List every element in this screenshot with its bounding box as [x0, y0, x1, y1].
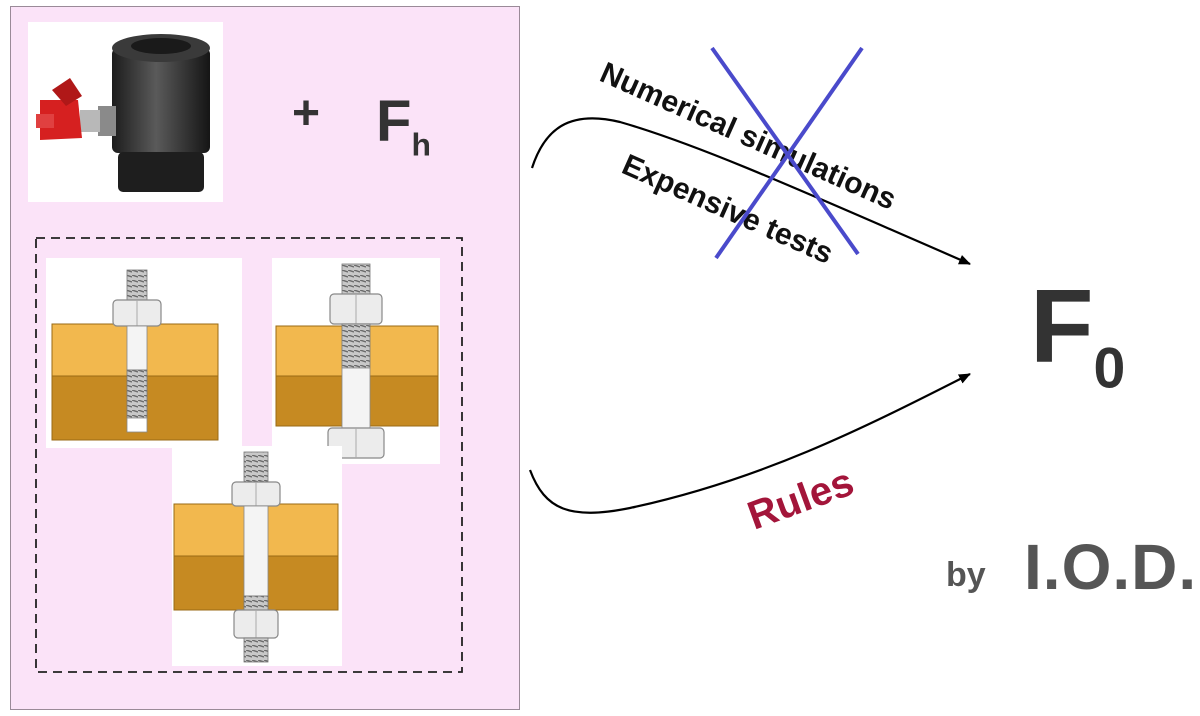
- bolt-group-frame: [35, 237, 463, 673]
- rules-label: Rules: [742, 460, 859, 539]
- bolted-joint-icon: [172, 446, 342, 666]
- force-fh-base: F: [376, 89, 412, 154]
- by-label: by: [946, 556, 986, 594]
- iod-label: I.O.D.: [1024, 531, 1198, 603]
- bolted-joint-icon: [46, 258, 242, 448]
- plus-sign: +: [292, 87, 321, 140]
- force-f0-sub: 0: [1093, 336, 1126, 401]
- rules-path-arrow: [528, 373, 971, 514]
- force-fh-label: Fh: [376, 88, 431, 163]
- force-fh-sub: h: [411, 126, 431, 163]
- bolted-joint-icon: [272, 258, 440, 464]
- numerical-path-arrow: [530, 117, 971, 266]
- hydraulic-bolt-tensioner-icon: [28, 22, 223, 202]
- force-f0-label: F0: [1030, 268, 1125, 402]
- cross-out-mark: [710, 46, 864, 260]
- force-f0-base: F: [1030, 269, 1094, 385]
- numerical-simulations-label: Numerical simulations: [595, 56, 901, 216]
